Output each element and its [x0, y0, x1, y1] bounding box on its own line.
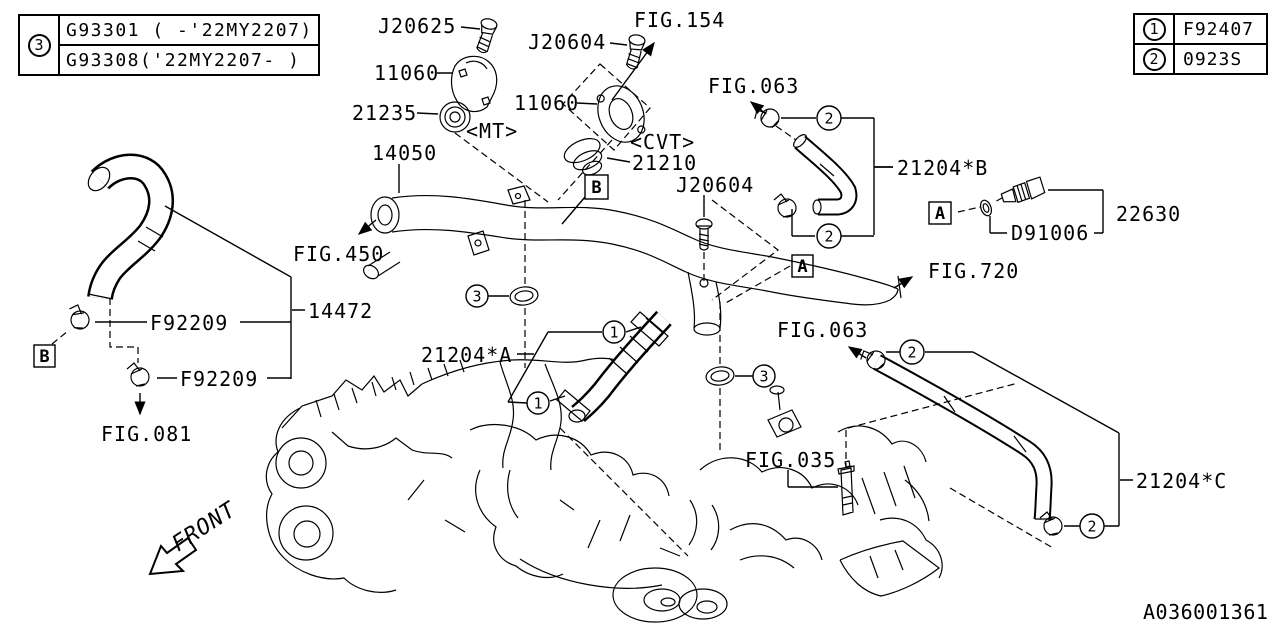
bolt-j20604-mid	[695, 218, 713, 251]
construction-lines	[51, 63, 1054, 557]
part-label-21210[interactable]: 21210	[632, 151, 697, 175]
legend-right-row-1: 1 F92407	[1135, 15, 1266, 43]
part-label-j20604-top[interactable]: J20604	[528, 30, 606, 54]
hose-14472-drawing	[87, 153, 174, 300]
legend-right-part-1: F92407	[1183, 18, 1255, 40]
section-b-text: B	[591, 178, 601, 198]
fig-ref-720[interactable]: FIG.720	[928, 259, 1019, 283]
sensor-22630	[996, 176, 1046, 204]
fig-arrows	[134, 41, 914, 416]
hose-21204b-drawing	[793, 134, 858, 216]
part-label-21235[interactable]: 21235	[352, 101, 417, 125]
part-label-j20604-mid[interactable]: J20604	[676, 173, 754, 197]
oring-2	[704, 364, 736, 388]
callout-2-text: 2	[1087, 518, 1096, 536]
hose-21204a-drawing	[556, 310, 672, 423]
fig-ref-035[interactable]: FIG.035	[745, 448, 836, 472]
gasket-21235	[439, 101, 471, 133]
part-label-22630[interactable]: 22630	[1116, 202, 1181, 226]
flange-11060-cvt	[596, 85, 646, 143]
legend-left-row-2: G93308('22MY2207- )	[60, 44, 318, 74]
part-label-j20625[interactable]: J20625	[378, 14, 456, 38]
section-marker-a: A	[791, 254, 814, 278]
engine-block-line-art	[265, 230, 943, 623]
callout-3-legend: 3	[27, 33, 51, 57]
front-marker: FRONT	[148, 497, 242, 576]
hose-clamp-c-bottom	[1039, 511, 1063, 536]
part-label-11060-cvt[interactable]: 11060	[514, 91, 579, 115]
hose-clamp-f92209-lower	[126, 362, 150, 387]
part-label-14050[interactable]: 14050	[372, 141, 437, 165]
bracket-11060-mt	[450, 55, 498, 113]
fig-ref-154[interactable]: FIG.154	[634, 8, 725, 32]
part-label-21204a[interactable]: 21204*A	[421, 343, 512, 367]
callout-1-text: 1	[533, 395, 542, 413]
callout-circle-2: 2	[899, 339, 925, 365]
thermostat-21210	[563, 138, 603, 176]
washer-d91006	[979, 199, 993, 217]
callout-circle-2: 2	[816, 223, 842, 249]
section-b-text: B	[39, 347, 49, 367]
part-label-21204b[interactable]: 21204*B	[897, 156, 988, 180]
callout-circle-2: 2	[1079, 513, 1105, 539]
part-label-11060-mt[interactable]: 11060	[374, 61, 439, 85]
bolt-j20625	[476, 18, 498, 54]
drawing-number: A036001361	[1143, 600, 1269, 624]
callout-2-text: 2	[824, 110, 833, 128]
callout-1-legend: 1	[1142, 17, 1166, 41]
bolt-j20604-top	[625, 34, 646, 70]
callout-circle-3: 3	[465, 284, 489, 308]
fig-ref-081[interactable]: FIG.081	[101, 422, 192, 446]
part-label-21204c[interactable]: 21204*C	[1136, 469, 1227, 493]
fig-ref-450[interactable]: FIG.450	[293, 242, 384, 266]
section-a-text: A	[935, 204, 945, 224]
section-a-text: A	[797, 257, 807, 277]
callout-circle-1: 1	[602, 320, 626, 344]
part-label-d91006[interactable]: D91006	[1011, 221, 1089, 245]
legend-table-right: 1 F92407 2 0923S	[1133, 13, 1268, 75]
part-label-14472[interactable]: 14472	[308, 299, 373, 323]
callout-2-text: 2	[824, 228, 833, 246]
leader-lines	[95, 26, 1133, 527]
oring-1	[508, 284, 540, 308]
fig-ref-063-right[interactable]: FIG.063	[777, 318, 868, 342]
legend-left-symbol-cell: 3	[20, 16, 60, 74]
legend-table-left: 3 G93301 ( -'22MY2207) G93308('22MY2207-…	[18, 14, 320, 76]
legend-right-part-2: 0923S	[1183, 48, 1243, 70]
callout-3-text: 3	[759, 368, 768, 386]
section-marker-b: B	[33, 344, 56, 368]
callout-2-text: 2	[907, 344, 916, 362]
callout-2-legend: 2	[1142, 47, 1166, 71]
variant-note-mt: <MT>	[466, 119, 518, 143]
callout-3-text: 3	[472, 288, 481, 306]
stud-fig035	[837, 460, 855, 516]
legend-left-row-1: G93301 ( -'22MY2207)	[66, 19, 313, 41]
section-marker-b: B	[584, 174, 609, 200]
callout-circle-2: 2	[816, 105, 842, 131]
section-marker-a: A	[928, 201, 952, 225]
callout-1-text: 1	[609, 324, 618, 342]
callout-circle-3: 3	[752, 364, 776, 388]
hose-clamp-f92209-upper	[64, 302, 93, 332]
callout-circle-1: 1	[526, 391, 550, 415]
fig-ref-063-top[interactable]: FIG.063	[708, 74, 799, 98]
variant-note-cvt: <CVT>	[630, 130, 695, 154]
part-label-f92209-lower[interactable]: F92209	[180, 367, 258, 391]
legend-right-row-2: 2 0923S	[1135, 43, 1266, 73]
part-label-f92209-upper[interactable]: F92209	[150, 311, 228, 335]
front-label: FRONT	[168, 497, 242, 557]
front-arrow-icon	[148, 536, 198, 576]
